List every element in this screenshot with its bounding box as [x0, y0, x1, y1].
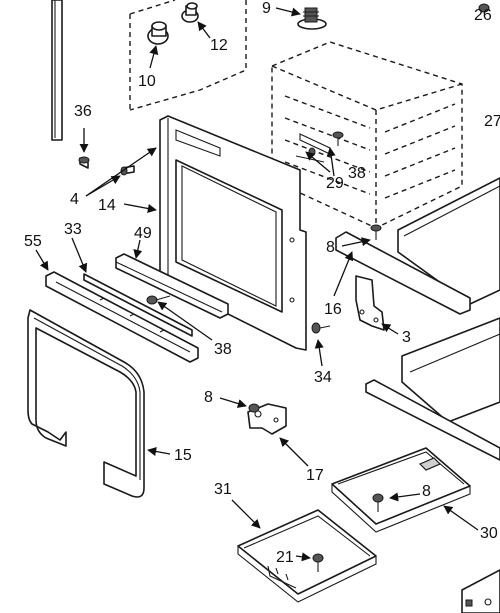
screw-21 — [312, 553, 324, 572]
leader-lines — [35, 7, 479, 562]
callout-38-mid: 38 — [214, 341, 232, 358]
callout-8-mid: 8 — [204, 389, 213, 406]
tray-panel-30 — [331, 447, 471, 533]
screw-8-mid — [248, 403, 260, 413]
trim-strip-33 — [83, 273, 193, 337]
bracket-16 — [355, 275, 385, 331]
screw-36 — [78, 156, 90, 169]
screw-8-low — [372, 493, 384, 512]
screw-top-right — [478, 3, 490, 13]
callout-16: 16 — [324, 301, 342, 318]
callout-34: 34 — [314, 369, 332, 386]
corner-bracket — [461, 569, 500, 613]
bracket-17 — [247, 403, 287, 435]
callout-9: 9 — [262, 0, 271, 17]
callout-55: 55 — [24, 233, 42, 250]
trim-bar-49 — [115, 253, 229, 319]
thermostat-part-9 — [297, 7, 327, 30]
callout-26: 26 — [474, 7, 492, 24]
top-panel — [397, 177, 500, 305]
callout-17: 17 — [306, 467, 324, 484]
callout-21: 21 — [276, 549, 294, 566]
knob-part-10 — [147, 21, 169, 45]
callout-31: 31 — [214, 481, 232, 498]
door-gasket-15 — [27, 309, 145, 498]
screw-38-mid — [146, 295, 171, 305]
callout-8-top: 8 — [326, 239, 335, 256]
right-panel-upper — [401, 317, 500, 423]
callout-3: 3 — [402, 329, 411, 346]
callout-14: 14 — [98, 197, 116, 214]
screw-8-top — [370, 224, 382, 240]
callout-4: 4 — [70, 191, 79, 208]
callout-15: 15 — [174, 447, 192, 464]
callout-8-low: 8 — [422, 483, 431, 500]
callout-49: 49 — [134, 225, 152, 242]
callout-38-top: 38 — [348, 165, 366, 182]
callout-10: 10 — [138, 73, 156, 90]
right-strip — [365, 379, 500, 461]
callout-labels: 9 26 12 10 36 27 38 29 4 14 8 55 33 49 1… — [24, 0, 500, 566]
tray-panel-31 — [237, 509, 377, 603]
callout-27: 27 — [484, 113, 500, 130]
vent-trim — [335, 231, 471, 315]
front-frame-14 — [159, 115, 307, 351]
callout-30: 30 — [480, 525, 498, 542]
knob-group-box — [129, 0, 247, 111]
callout-29: 29 — [326, 175, 344, 192]
trim-strip-55 — [45, 271, 199, 363]
screw-38-top — [332, 131, 344, 146]
callout-12: 12 — [210, 37, 228, 54]
side-trim-strip — [51, 0, 63, 141]
callout-33: 33 — [64, 221, 82, 238]
knob-part-12 — [181, 2, 199, 23]
screw-34 — [311, 322, 331, 334]
callout-36: 36 — [74, 103, 92, 120]
